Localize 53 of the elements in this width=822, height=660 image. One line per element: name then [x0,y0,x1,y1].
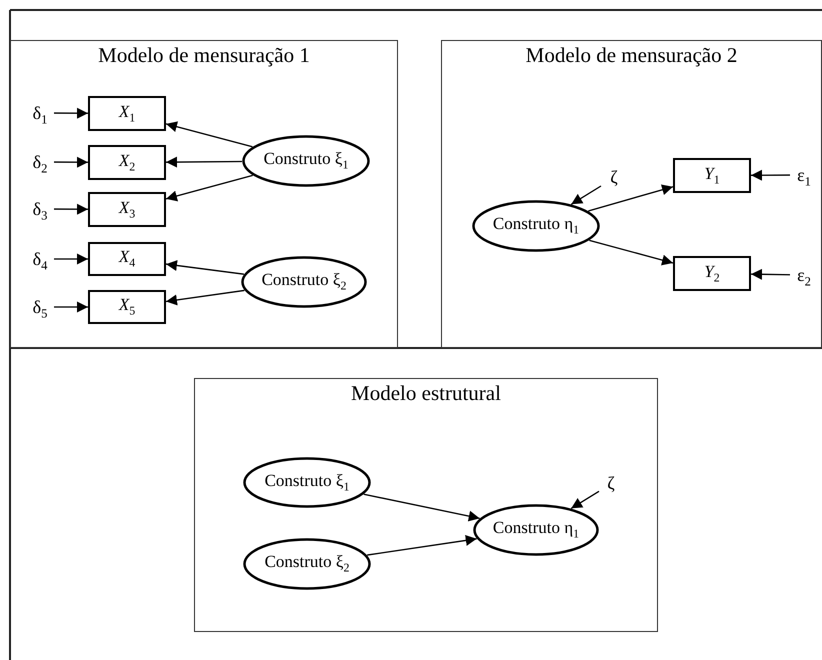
variable-label: Y$_{2}$ [704,262,720,286]
variable-label: X$_{4}$ [118,247,136,271]
panel-title: Modelo de mensuração 1 [97,43,311,68]
variable-label: Y$_{1}$ [704,164,720,188]
panel-title: Modelo estrutural [350,381,502,406]
arrow [54,254,88,264]
variable-label: X$_{3}$ [118,198,136,222]
indicator-box [88,290,166,324]
error-term-label: ε$_{1}$ [792,164,816,186]
error-term-label: ζ [603,166,625,190]
error-term-label: ε$_{2}$ [792,264,816,286]
error-term-label: δ$_{1}$ [28,102,52,124]
arrow [166,260,244,275]
construct-label: Construto η$_{1}$ [492,214,580,238]
arrow [570,185,602,205]
panel [10,40,398,348]
indicator-box [88,192,166,227]
error-term-label: δ$_{5}$ [28,296,52,318]
error-term-label: δ$_{3}$ [28,198,52,220]
construct-label: Construto η$_{1}$ [492,518,580,542]
indicator-box [88,242,166,276]
error-term-label: δ$_{4}$ [28,248,52,270]
arrow [166,121,253,148]
variable-label: X$_{1}$ [118,102,136,126]
indicator-box [88,145,166,180]
arrow [570,490,600,509]
arrow [750,268,790,280]
indicator-box [673,256,751,291]
construct-label: Construto ξ$_{1}$ [264,149,348,173]
arrow [588,184,674,212]
arrow [367,534,477,556]
arrow [54,108,88,119]
construct-label: Construto ξ$_{2}$ [262,270,346,294]
construct-label: Construto ξ$_{2}$ [264,552,350,576]
indicator-box [88,96,166,131]
arrow [166,290,244,306]
indicator-box [673,158,751,193]
arrow [54,156,88,168]
error-term-label: ζ [601,472,621,496]
arrow [166,174,253,202]
arrow [54,204,88,215]
construct-label: Construto ξ$_{1}$ [264,470,350,494]
variable-label: X$_{5}$ [118,295,136,319]
arrow [54,302,88,312]
arrow [751,170,790,181]
variable-label: X$_{2}$ [118,150,136,174]
arrow [589,240,674,266]
panel-title: Modelo de mensuração 2 [524,43,738,68]
arrow [364,494,480,522]
arrow [166,156,242,168]
panel [194,378,658,632]
panel [441,40,822,348]
error-term-label: δ$_{2}$ [28,151,52,173]
